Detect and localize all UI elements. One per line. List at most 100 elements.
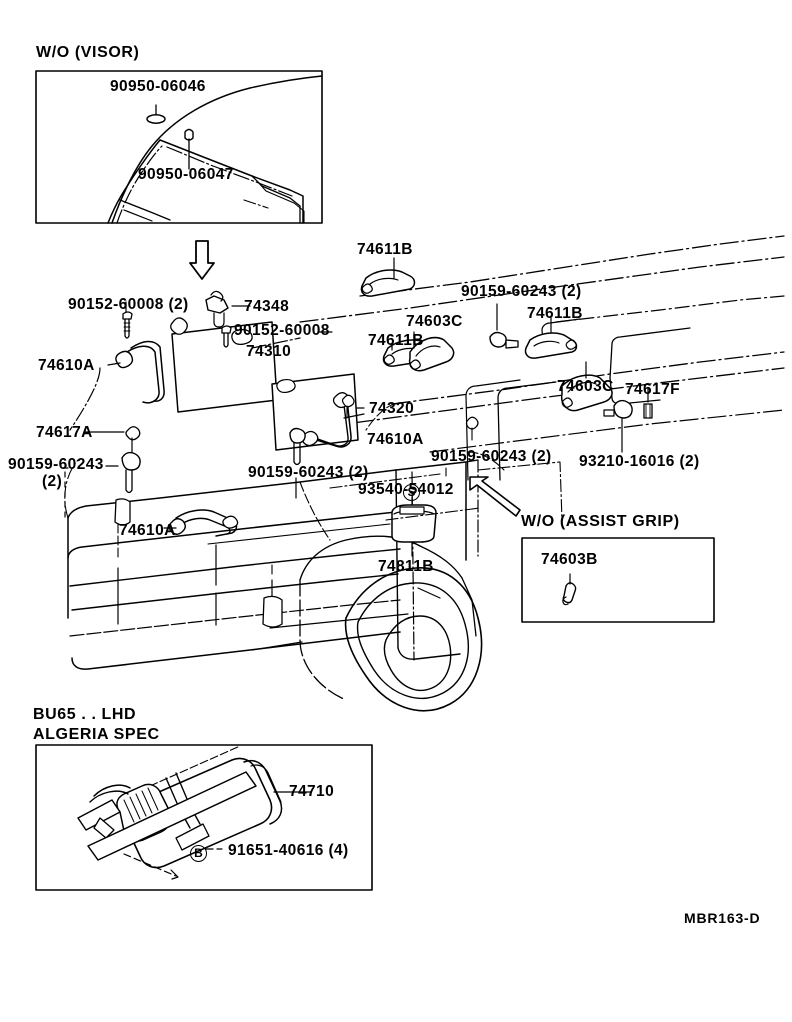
visor-mount-clip-left (170, 317, 188, 335)
sill-line (251, 641, 303, 651)
window-panel-small (541, 318, 581, 357)
extinguisher-neck-ribs (123, 787, 159, 823)
visor-header-dash (166, 146, 293, 197)
leader-74320-dash (365, 403, 397, 431)
diagram-code: MBR163-D (684, 910, 761, 926)
body-lamp-left (114, 498, 131, 526)
clip-small-right (465, 416, 479, 430)
section-title-algeria-line2: ALGERIA SPEC (33, 726, 160, 743)
window-panel-mid2 (465, 379, 521, 481)
part-label-74617A: 74617A (36, 424, 93, 441)
visor-mid-dash (243, 199, 269, 209)
grip-74611B-3-detail (533, 340, 560, 347)
body-lamp-right (262, 595, 283, 628)
window-panel-mid (497, 381, 557, 481)
roof-line-6 (555, 295, 785, 323)
visor-hook-74348-stem (213, 312, 225, 328)
leader-74610A-2 (343, 413, 365, 419)
leader-91651-dash (123, 853, 177, 877)
leader-74310 (251, 337, 301, 349)
panel-line-horiz2 (269, 613, 409, 629)
extinguisher-lever (93, 784, 131, 797)
grip-74610A-3b (179, 517, 231, 535)
body-roof-connect-left (64, 459, 79, 519)
arch-detail (417, 587, 441, 599)
visor-lower-left (119, 199, 171, 221)
section-title-algeria-line1: BU65 . . LHD (33, 706, 137, 723)
marker-b-circle: B (190, 845, 207, 862)
roof-line-2 (299, 256, 785, 323)
body-roof-connect-mid (329, 473, 441, 489)
part-label-74310: 74310 (246, 343, 292, 360)
rear-quarter-dash (477, 461, 563, 521)
extinguisher-cap (243, 759, 283, 825)
bolt-90159-60243-mid-head (289, 427, 306, 444)
grip-74603C-2-boss (561, 397, 573, 408)
roof-line-1 (359, 235, 785, 297)
part-label-90159-60243-top: 90159-60243 (2) (461, 283, 582, 300)
clip-small-mid (341, 394, 355, 408)
part-label-90152-60008: 90152-60008 (234, 322, 330, 339)
grip-74610A-3-end2 (222, 515, 239, 529)
section-title-wo-visor: W/O (VISOR) (36, 44, 140, 61)
body-top-right (465, 459, 479, 463)
mount-plate (87, 771, 257, 861)
visor-header-line (159, 139, 304, 224)
bolt-93210-16016-head (613, 399, 633, 419)
wo-assist-grip-frame (521, 537, 715, 623)
roof-line-5 (429, 409, 785, 453)
leader-74610A-1-dash (69, 367, 101, 431)
leader-90159-60243-mid-dash (299, 481, 331, 541)
grip-74603C-1-boss (409, 359, 421, 370)
leader-90159-60243-right-dash (467, 451, 505, 471)
bolt-90159-60243-top-shank (505, 339, 519, 349)
section-title-wo-assist-grip: W/O (ASSIST GRIP) (521, 513, 680, 530)
rear-door-edge (395, 469, 399, 649)
grip-74611B-3 (524, 332, 578, 359)
visor-hook-74348-tab (210, 290, 224, 302)
clip-74603B-hook (562, 596, 569, 606)
grip-74603C-1-detail (415, 345, 441, 357)
part-label-90159-60243-left: 90159-60243 (8, 456, 104, 473)
part-label-74603C-2: 74603C (557, 378, 614, 395)
extinguisher-nozzle (77, 799, 121, 831)
wheel-hub (383, 615, 452, 692)
grip-74611B-1-detail (369, 277, 399, 285)
body-lower-dash (69, 599, 401, 637)
screw-90152-60008-left-shank (124, 318, 130, 339)
bolt-90159-60243-left-shank (125, 469, 133, 494)
body-belt-line (67, 511, 397, 559)
part-label-74603B: 74603B (541, 551, 598, 568)
visor-trim-dash (116, 145, 163, 224)
clip-90950-06047 (184, 128, 194, 141)
part-label-74348: 74348 (244, 298, 290, 315)
part-label-90152-60008-2: 90152-60008 (2) (68, 296, 189, 313)
visor-right-trim2 (257, 181, 305, 224)
screw-thread-left (123, 322, 131, 332)
grip-74603C-2-detail (567, 381, 597, 393)
extinguisher-lever2 (89, 790, 129, 803)
body-bumper-bottom (71, 631, 401, 670)
visor-clip-74320 (276, 378, 296, 394)
part-label-74611B-1: 74611B (357, 241, 413, 258)
part-label-91651-40616: 91651-40616 (4) (228, 842, 349, 859)
strap-band (175, 823, 210, 851)
grip-74611B-1 (360, 269, 416, 297)
extinguisher-cap-detail (250, 764, 282, 803)
panel-line-horiz (207, 523, 391, 545)
body-top-edge (67, 469, 397, 519)
visor-arm-74610A-2b (311, 404, 349, 447)
grip-74611B-3-boss (565, 339, 577, 350)
hook-hole-90950-06046 (146, 114, 166, 124)
part-label-74320: 74320 (369, 400, 415, 417)
grip-74611B-2-boss (383, 354, 395, 365)
part-label-74611B-2: 74611B (368, 332, 424, 349)
bolt-90159-60243-mid-shank (293, 442, 301, 466)
visor-arm-end-left (115, 350, 134, 369)
tire-outer (344, 567, 483, 712)
wheel-arch-upper-r (419, 545, 463, 579)
roof-line-4 (299, 367, 785, 431)
part-label-74610A-3: 74610A (119, 522, 176, 539)
part-label-93210-16016: 93210-16016 (2) (579, 453, 700, 470)
